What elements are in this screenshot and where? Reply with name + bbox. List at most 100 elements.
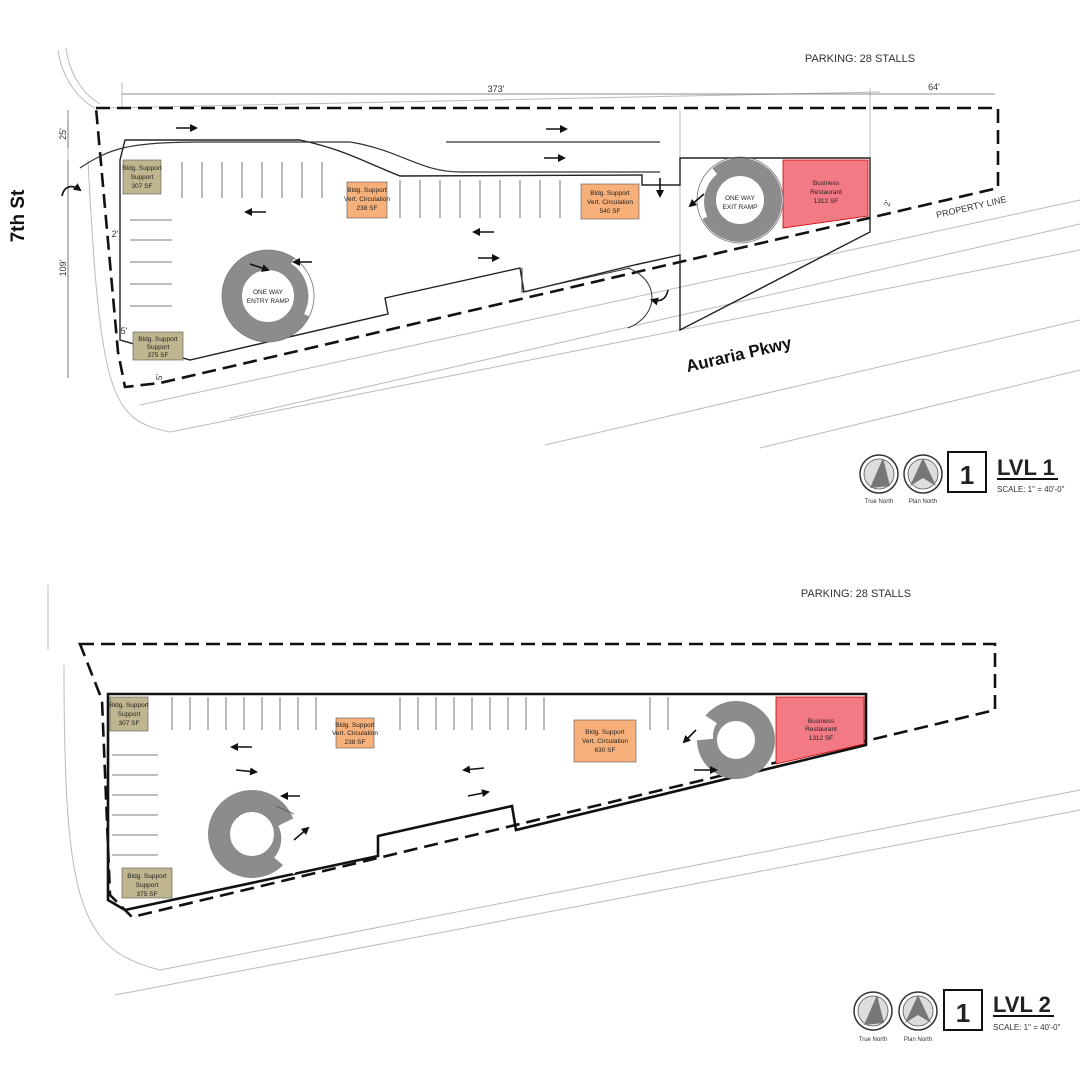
- true-north-label: True North: [865, 499, 893, 505]
- room-restaurant: Business Restaurant 1312 SF: [775, 696, 865, 765]
- traffic-arrow: [682, 729, 697, 744]
- dimension-inset-label: 2': [882, 199, 892, 208]
- level-badge-number: 1: [960, 460, 974, 490]
- dimension-right-label: 64': [928, 82, 940, 92]
- room-support-bottom-left: Bldg. Support Support 375 SF: [121, 867, 173, 899]
- room-area: 1312 SF: [814, 198, 839, 205]
- parking-stalls-left: [130, 219, 172, 307]
- room-label-line: Bldg. Support: [347, 187, 387, 194]
- parking-stalls-top: [181, 162, 561, 218]
- level-2-title-block: True North Plan North 1 LVL 2 SCALE: 1" …: [853, 989, 1061, 1043]
- room-label-line: Business: [808, 718, 835, 725]
- plan-north-label: Plan North: [904, 1037, 932, 1043]
- room-support-bottom-left: Bldg. Support Support 375 SF: [132, 331, 184, 361]
- room-label-line: Support: [118, 711, 141, 718]
- level-1-title-block: True North Plan North 1 LVL 1 SCALE: 1" …: [859, 451, 1065, 505]
- traffic-arrow: [650, 289, 669, 306]
- true-north-icon: [853, 991, 893, 1031]
- scale-label: SCALE: 1" = 40'-0": [997, 485, 1065, 494]
- room-area: 375 SF: [148, 352, 169, 359]
- room-label-line: Bldg. Support: [585, 729, 625, 736]
- parking-stalls-top: [171, 697, 669, 730]
- room-label-line: Business: [813, 180, 840, 187]
- level-title: LVL 2: [993, 992, 1051, 1017]
- room-label-line: Vert. Circulation: [587, 199, 633, 206]
- street-name-7th: 7th St: [8, 189, 29, 242]
- true-north-label: True North: [859, 1037, 887, 1043]
- street-name-auraria: Auraria Pkwy: [684, 333, 794, 376]
- traffic-arrows: [230, 729, 718, 841]
- traffic-arrow: [293, 826, 310, 841]
- ramp-label-line: ENTRY RAMP: [247, 298, 289, 305]
- ramp-right: [686, 701, 775, 779]
- parking-count-label: PARKING: 28 STALLS: [805, 53, 915, 65]
- room-label-line: Bldg. Support: [590, 190, 630, 197]
- property-boundary: [78, 642, 997, 919]
- room-area: 238 SF: [357, 205, 378, 212]
- room-area: 307 SF: [119, 720, 140, 727]
- level-1-plan: Bldg. Support Support 307 SF Bldg. Suppo…: [8, 47, 1080, 505]
- ramp-label-line: ONE WAY: [253, 289, 284, 296]
- room-circulation-b: Bldg. Support Vert. Circulation 540 SF: [580, 183, 640, 220]
- traffic-arrow: [688, 193, 705, 208]
- room-area: 1312 SF: [809, 735, 834, 742]
- traffic-arrow: [249, 263, 270, 272]
- aisle-curve: [79, 141, 660, 173]
- room-label-line: Vert. Circulation: [582, 738, 628, 745]
- street-context-lines: [47, 585, 1080, 996]
- dimension-top-label: 373': [488, 84, 505, 94]
- room-label-line: Vert. Circulation: [332, 730, 378, 737]
- room-label-line: Vert. Circulation: [344, 196, 390, 203]
- level-badge-number: 1: [956, 998, 970, 1028]
- level-2-plan: Bldg. Support Support 307 SF Bldg. Suppo…: [47, 585, 1080, 1043]
- plan-north-icon: [903, 454, 943, 494]
- dimension-left-side-label: 109': [58, 259, 68, 276]
- room-label-line: Restaurant: [805, 726, 837, 733]
- room-label-line: Bldg. Support: [138, 336, 178, 343]
- property-line-label: PROPERTY LINE: [935, 194, 1007, 220]
- building-outline: [119, 139, 871, 361]
- plan-north-icon: [898, 991, 938, 1031]
- room-label-line: Support: [131, 174, 154, 181]
- dimension-inset-label: 5': [155, 374, 164, 380]
- traffic-arrow: [235, 767, 258, 776]
- dimension-lines: [67, 93, 995, 378]
- parking-count-label: PARKING: 28 STALLS: [801, 588, 911, 600]
- room-label-line: Bldg. Support: [335, 722, 375, 729]
- room-area: 307 SF: [132, 183, 153, 190]
- curb-detail: [521, 267, 631, 293]
- room-label-line: Support: [136, 882, 159, 889]
- level-badge: [947, 451, 987, 493]
- room-label-line: Bldg. Support: [109, 702, 149, 709]
- room-support-top-left: Bldg. Support Support 307 SF: [109, 696, 149, 732]
- room-label-line: Support: [147, 344, 170, 351]
- scale-label: SCALE: 1" = 40'-0": [993, 1023, 1061, 1032]
- level-badge: [943, 989, 983, 1031]
- parking-stalls-left: [112, 754, 158, 856]
- entry-ramp: ONE WAY ENTRY RAMP: [221, 248, 327, 343]
- ramp-label-line: EXIT RAMP: [723, 204, 758, 211]
- traffic-arrows: [61, 124, 705, 306]
- room-area: 238 SF: [345, 739, 366, 746]
- traffic-arrow: [467, 789, 490, 798]
- room-circulation-a: Bldg. Support Vert. Circulation 238 SF: [344, 181, 390, 219]
- ramp-label-line: ONE WAY: [725, 195, 756, 202]
- plan-north-label: Plan North: [909, 499, 937, 505]
- dimension-inset-label: 2': [112, 229, 119, 239]
- property-boundary: [94, 106, 1000, 389]
- room-area: 540 SF: [600, 208, 621, 215]
- room-label-line: Bldg. Support: [122, 165, 162, 172]
- traffic-arrow: [61, 183, 82, 197]
- exit-ramp: ONE WAY EXIT RAMP: [688, 156, 784, 244]
- room-area: 630 SF: [595, 747, 616, 754]
- ramp-left: [208, 790, 308, 878]
- traffic-arrow: [462, 765, 485, 774]
- true-north-icon: [859, 454, 899, 494]
- building-outline: [106, 692, 868, 912]
- room-circulation-b: Bldg. Support Vert. Circulation 630 SF: [573, 719, 637, 763]
- room-area: 375 SF: [137, 891, 158, 898]
- dimension-inset-label: 5': [121, 326, 128, 336]
- room-label-line: Bldg. Support: [127, 873, 167, 880]
- room-support-top-left: Bldg. Support Support 307 SF: [122, 159, 162, 195]
